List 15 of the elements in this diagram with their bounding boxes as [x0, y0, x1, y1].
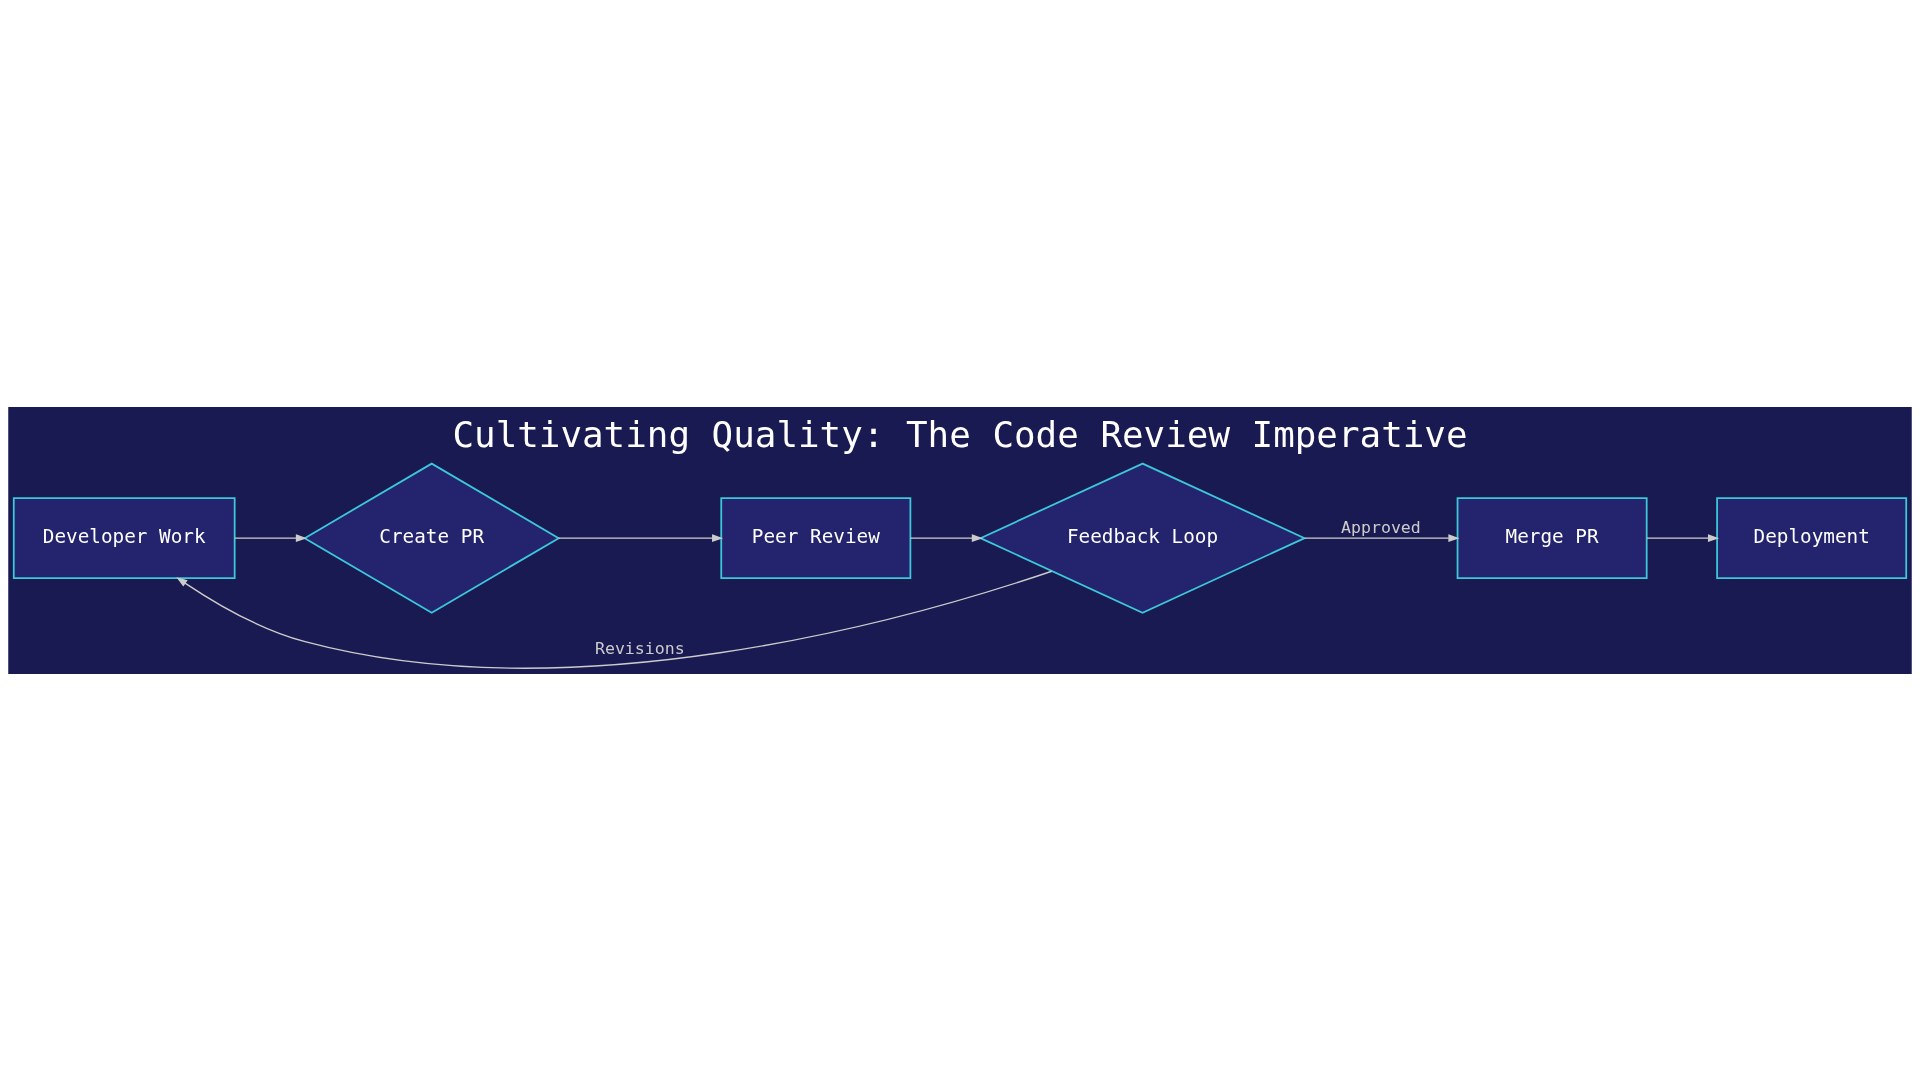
node-box: Peer Review: [720, 496, 912, 579]
arrow: [909, 533, 983, 542]
arrow: [176, 570, 1053, 669]
edge-label: Approved: [1341, 517, 1421, 537]
node-diamond: Create PR: [303, 462, 561, 614]
diagram-title: Cultivating Quality: The Code Review Imperative: [452, 413, 1468, 455]
node-box: Developer Work: [12, 496, 236, 579]
edge-label: Revisions: [594, 638, 685, 658]
node-diamond: Feedback Loop: [978, 462, 1307, 614]
arrow: [557, 533, 724, 542]
arrow: [1304, 533, 1460, 542]
arrow: [234, 533, 307, 542]
arrow: [1646, 533, 1719, 542]
node-box: Merge PR: [1456, 496, 1648, 579]
node-box: Deployment: [1716, 496, 1908, 579]
